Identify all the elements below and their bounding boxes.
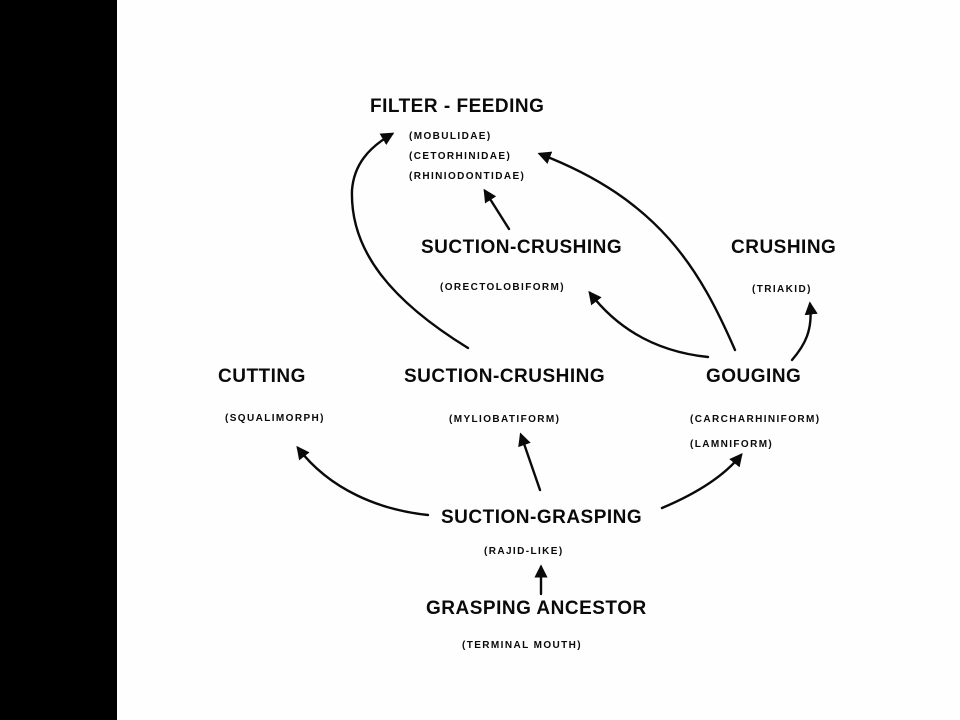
crushing-title: CRUSHING bbox=[731, 237, 837, 258]
suction-crushing-myliobatiform-example: (MYLIOBATIFORM) bbox=[449, 414, 561, 425]
filter-feeding-example-mobulidae: (MOBULIDAE) bbox=[409, 131, 492, 142]
suction-grasping-example: (RAJID-LIKE) bbox=[484, 546, 564, 557]
suction-crushing-orectolobiform-example: (ORECTOLOBIFORM) bbox=[440, 282, 565, 293]
grasping-ancestor-title: GRASPING ANCESTOR bbox=[426, 598, 647, 619]
arrow-gouging-to-crushing bbox=[790, 301, 818, 362]
arrow-orectolobiform-to-filter-feeding bbox=[483, 188, 511, 231]
suction-crushing-orectolobiform-title: SUCTION-CRUSHING bbox=[421, 237, 623, 258]
arrow-suction-crushing-to-filter-feeding bbox=[350, 132, 470, 350]
arrow-suction-grasping-to-gouging bbox=[660, 452, 743, 510]
filter-feeding-title: FILTER - FEEDING bbox=[370, 96, 545, 117]
arrow-gouging-to-orectolobiform bbox=[588, 290, 710, 359]
arrow-suction-grasping-to-cutting bbox=[296, 445, 430, 517]
diagram-sheet bbox=[117, 0, 960, 720]
crushing-example: (TRIAKID) bbox=[752, 284, 812, 295]
gouging-example-carcharhiniform: (CARCHARHINIFORM) bbox=[690, 414, 821, 425]
gouging-example-lamniform: (LAMNIFORM) bbox=[690, 439, 774, 450]
cutting-example: (SQUALIMORPH) bbox=[225, 413, 325, 424]
filter-feeding-example-cetorhinidae: (CETORHINIDAE) bbox=[409, 151, 512, 162]
arrow-suction-grasping-to-myliobatiform bbox=[518, 432, 542, 492]
grasping-ancestor-example: (TERMINAL MOUTH) bbox=[462, 640, 582, 651]
gouging-title: GOUGING bbox=[706, 366, 802, 387]
suction-crushing-myliobatiform-title: SUCTION-CRUSHING bbox=[404, 366, 606, 387]
filter-feeding-example-rhiniodontidae: (RHINIODONTIDAE) bbox=[409, 171, 526, 182]
arrow-gouging-to-filter-feeding bbox=[537, 151, 737, 352]
cutting-title: CUTTING bbox=[218, 366, 306, 387]
suction-grasping-title: SUCTION-GRASPING bbox=[441, 507, 643, 528]
